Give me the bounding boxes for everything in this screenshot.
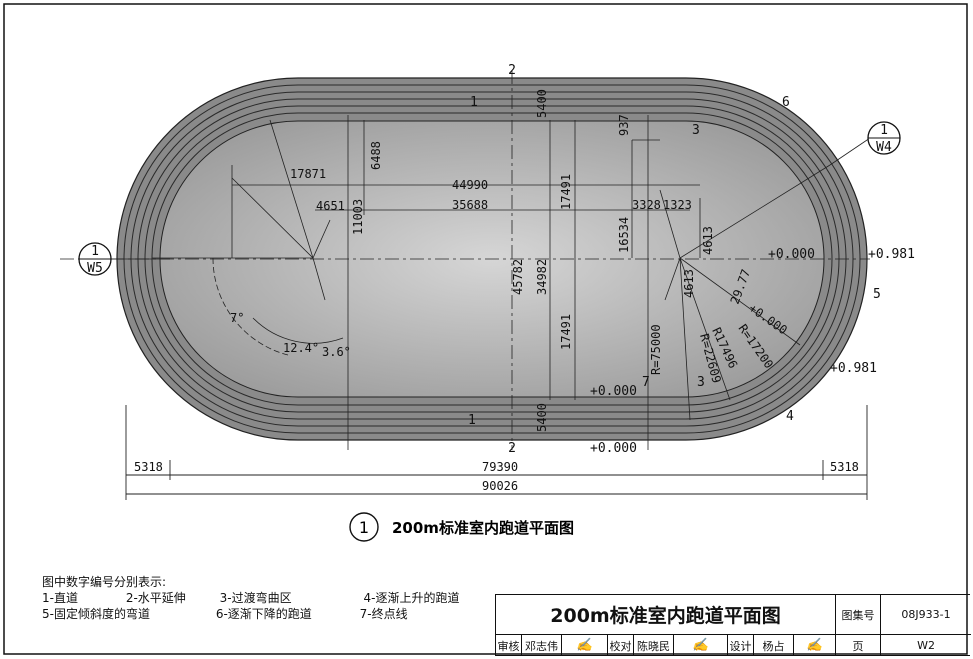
note-item: 3-过渡弯曲区 <box>219 591 292 605</box>
dim-35688: 35688 <box>452 198 488 212</box>
elevation-0-000-bottom: +0.000 <box>590 441 637 456</box>
dim-5318-right: 5318 <box>830 460 859 474</box>
review-name: 邓志伟 <box>522 635 562 656</box>
note-item: 2-水平延伸 <box>125 591 186 605</box>
section-label-6: 6 <box>782 95 790 110</box>
angle-7: 7° <box>230 311 244 325</box>
design-signature: ✍ <box>794 635 836 656</box>
atlas-label: 图集号 <box>836 595 881 635</box>
design-name: 杨占 <box>754 635 794 656</box>
legend-notes: 图中数字编号分别表示: 1-直道 2-水平延伸 3-过渡弯曲区 4-逐渐上升的跑… <box>42 574 459 622</box>
section-label-3-bottom: 3 <box>697 375 705 390</box>
dim-4613-b: 4613 <box>682 269 696 298</box>
callout-w4-number: 1 <box>880 123 888 138</box>
figure-number-circle <box>349 512 379 542</box>
title-block: 200m标准室内跑道平面图 图集号 08J933-1 审核 邓志伟 ✍ 校对 陈… <box>495 594 971 656</box>
dim-5318-left: 5318 <box>134 460 163 474</box>
callout-w4: 1 W4 <box>829 121 901 166</box>
title-block-title: 200m标准室内跑道平面图 <box>496 595 836 635</box>
section-label-4: 4 <box>786 409 794 424</box>
dim-1323: 1323 <box>663 198 692 212</box>
figure-title: 200m标准室内跑道平面图 <box>392 519 574 537</box>
elevation-0-000-right: +0.000 <box>768 247 815 262</box>
notes-heading: 图中数字编号分别表示: <box>42 575 167 589</box>
figure-number: 1 <box>359 518 369 537</box>
dim-4651: 4651 <box>316 199 345 213</box>
note-item: 7-终点线 <box>359 607 408 621</box>
section-label-1-bottom: 1 <box>468 413 476 428</box>
design-label: 设计 <box>728 635 754 656</box>
sheet-frame <box>3 3 968 655</box>
section-label-7: 7 <box>642 375 650 390</box>
note-item: 1-直道 <box>42 591 78 605</box>
elevation-0-981-lower: +0.981 <box>830 361 877 376</box>
dim-3328: 3328 <box>632 198 661 212</box>
callout-w5: 1 W5 <box>78 242 170 276</box>
dim-937: 937 <box>617 114 631 136</box>
elevation-0-000-finish: +0.000 <box>590 384 637 399</box>
check-signature: ✍ <box>674 635 728 656</box>
dim-17491-top: 17491 <box>559 174 573 210</box>
atlas-value: 08J933-1 <box>881 595 971 635</box>
section-label-2-bottom: 2 <box>508 441 516 456</box>
callout-w5-number: 1 <box>91 244 99 259</box>
dim-79390: 79390 <box>482 460 518 474</box>
section-label-1-top: 1 <box>470 95 478 110</box>
dim-5400-bottom: 5400 <box>535 403 549 432</box>
note-item: 4-逐渐上升的跑道 <box>363 591 460 605</box>
angle-12-4: 12.4° <box>283 341 319 355</box>
dim-16534: 16534 <box>617 217 631 253</box>
section-label-5: 5 <box>873 287 881 302</box>
check-label: 校对 <box>608 635 634 656</box>
dim-45782: 45782 <box>511 259 525 295</box>
dimension-lines <box>125 405 868 500</box>
callout-w5-ref: W5 <box>87 261 103 276</box>
check-name: 陈晓民 <box>634 635 674 656</box>
note-item: 6-逐渐下降的跑道 <box>215 607 312 621</box>
angle-3-6: 3.6° <box>322 345 351 359</box>
page-label: 页 <box>836 635 881 656</box>
note-item: 5-固定倾斜度的弯道 <box>42 607 150 621</box>
dim-17871: 17871 <box>290 167 326 181</box>
review-label: 审核 <box>496 635 522 656</box>
section-label-2-top: 2 <box>508 63 516 78</box>
page-value: W2 <box>917 639 935 652</box>
dim-6488: 6488 <box>369 141 383 170</box>
dim-R75000: R=75000 <box>649 324 663 375</box>
dim-5400-top: 5400 <box>535 89 549 118</box>
dim-34982: 34982 <box>535 259 549 295</box>
review-signature: ✍ <box>562 635 608 656</box>
callout-w4-ref: W4 <box>876 140 892 155</box>
section-label-3-top: 3 <box>692 123 700 138</box>
dim-4613-a: 4613 <box>701 226 715 255</box>
dim-11003: 11003 <box>351 199 365 235</box>
elevation-0-981-right: +0.981 <box>868 247 915 262</box>
dim-17491-bottom: 17491 <box>559 314 573 350</box>
dim-44990: 44990 <box>452 178 488 192</box>
dim-90026: 90026 <box>482 479 518 493</box>
